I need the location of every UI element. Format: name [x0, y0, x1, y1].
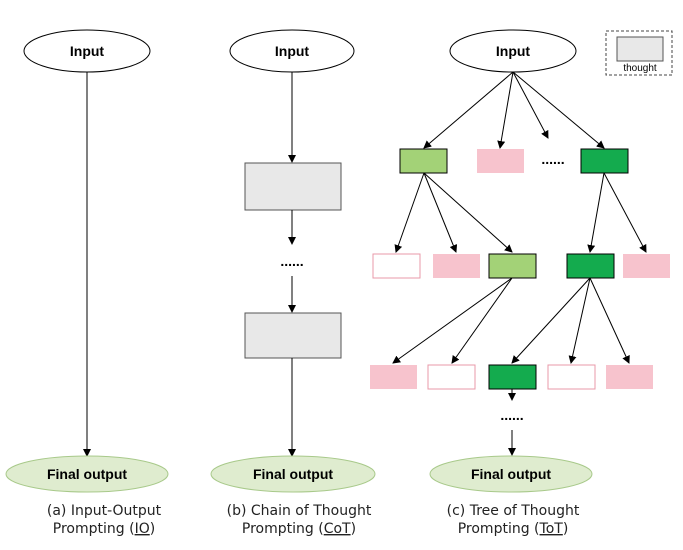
tot-edge [568, 277, 591, 364]
tot-edge [587, 172, 605, 253]
tot-ellipsis-l1: ...... [541, 151, 564, 167]
tot-edge [589, 277, 630, 364]
io-panel: Input Final output (a) Input-Output Prom… [5, 29, 169, 537]
tot-thought-l2-2 [433, 254, 480, 278]
tot-edge [423, 71, 514, 149]
io-final-output-label: Final output [47, 466, 127, 482]
cot-caption-line1: (b) Chain of Thought [227, 503, 372, 519]
tot-edge [603, 172, 647, 253]
cot-ellipsis: ...... [280, 253, 303, 269]
io-caption-line1: (a) Input-Output [47, 503, 162, 519]
tot-thought-l2-3 [488, 253, 537, 279]
tot-thought-l2-5 [623, 254, 670, 278]
cot-input-label: Input [275, 43, 310, 59]
tot-edge [511, 277, 591, 364]
tot-final-output-label: Final output [471, 466, 551, 482]
tot-edge [423, 172, 458, 253]
tot-thought-l1-3 [580, 148, 629, 174]
tot-panel: Input ...... [370, 29, 670, 537]
io-caption-line2: Prompting (IO) [53, 521, 155, 537]
tot-thought-l3-3 [488, 364, 537, 390]
tot-thought-l3-1 [370, 365, 417, 389]
legend-border [605, 30, 673, 76]
tot-thought-l3-2 [427, 364, 476, 390]
tot-edge [451, 277, 513, 364]
tot-thought-l3-4 [547, 364, 596, 390]
tot-edge [423, 172, 513, 253]
tot-caption-line1: (c) Tree of Thought [447, 503, 580, 519]
cot-thought-2 [244, 312, 342, 359]
cot-panel: Input ...... Final output (b) Chain of T… [210, 29, 376, 537]
legend-thought-label: thought [623, 63, 657, 74]
tot-edge [497, 71, 514, 149]
cot-final-output-node [210, 455, 376, 493]
cot-thought-1 [244, 162, 342, 211]
tot-caption-line2: Prompting (ToT) [458, 521, 569, 537]
tot-edge [392, 277, 513, 364]
io-final-output-node [5, 455, 169, 493]
io-input-label: Input [70, 43, 105, 59]
tot-edge [512, 71, 549, 139]
tot-edge [512, 71, 605, 149]
legend: thought [605, 30, 673, 76]
tot-thought-l1-1 [399, 148, 448, 174]
tot-final-output-node [429, 455, 593, 493]
cot-final-output-label: Final output [253, 466, 333, 482]
tot-input-label: Input [496, 43, 531, 59]
tot-ellipsis-l3: ...... [500, 407, 523, 423]
cot-caption-line2: Prompting (CoT) [242, 521, 356, 537]
tot-thought-l2-1 [372, 253, 421, 279]
tot-thought-l2-4 [566, 253, 615, 279]
tot-thought-l1-2 [477, 149, 524, 173]
legend-thought-swatch [616, 36, 664, 62]
tot-edge [394, 172, 425, 253]
tot-thought-l3-5 [606, 365, 653, 389]
